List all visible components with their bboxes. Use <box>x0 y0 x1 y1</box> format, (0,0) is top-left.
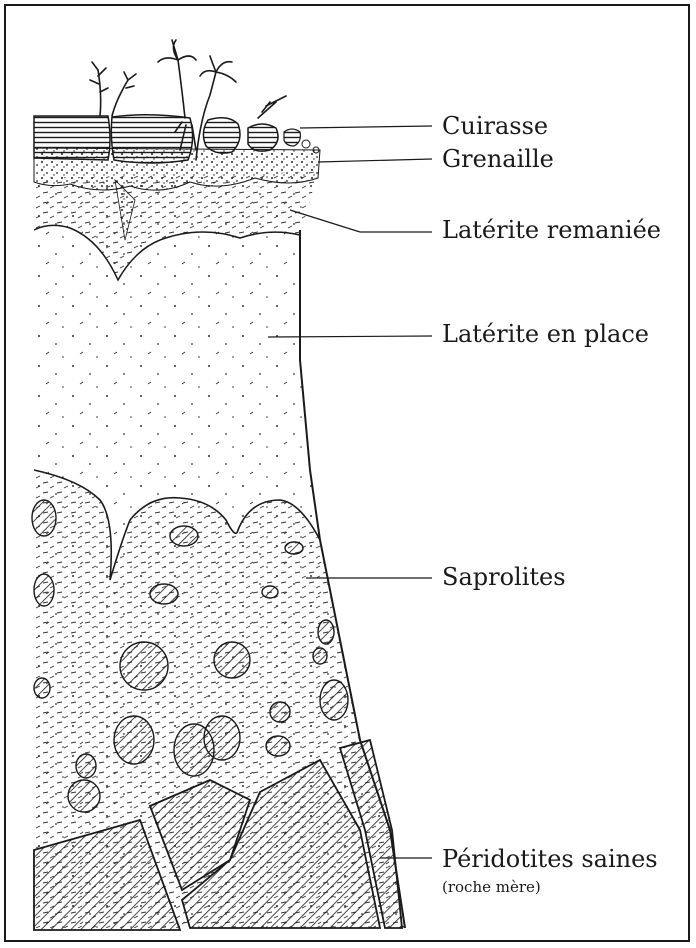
leader-cuirasse <box>300 126 432 128</box>
label-peridotites-saines: Péridotites saines <box>442 845 658 873</box>
label-laterite-remaniee: Latérite remaniée <box>442 216 661 244</box>
label-saprolites: Saprolites <box>442 563 566 591</box>
label-grenaille: Grenaille <box>442 145 554 173</box>
label-cuirasse: Cuirasse <box>442 112 548 140</box>
leader-grenaille <box>318 159 432 162</box>
label-roche-mere: (roche mère) <box>442 878 541 896</box>
label-laterite-en-place: Latérite en place <box>442 320 649 348</box>
